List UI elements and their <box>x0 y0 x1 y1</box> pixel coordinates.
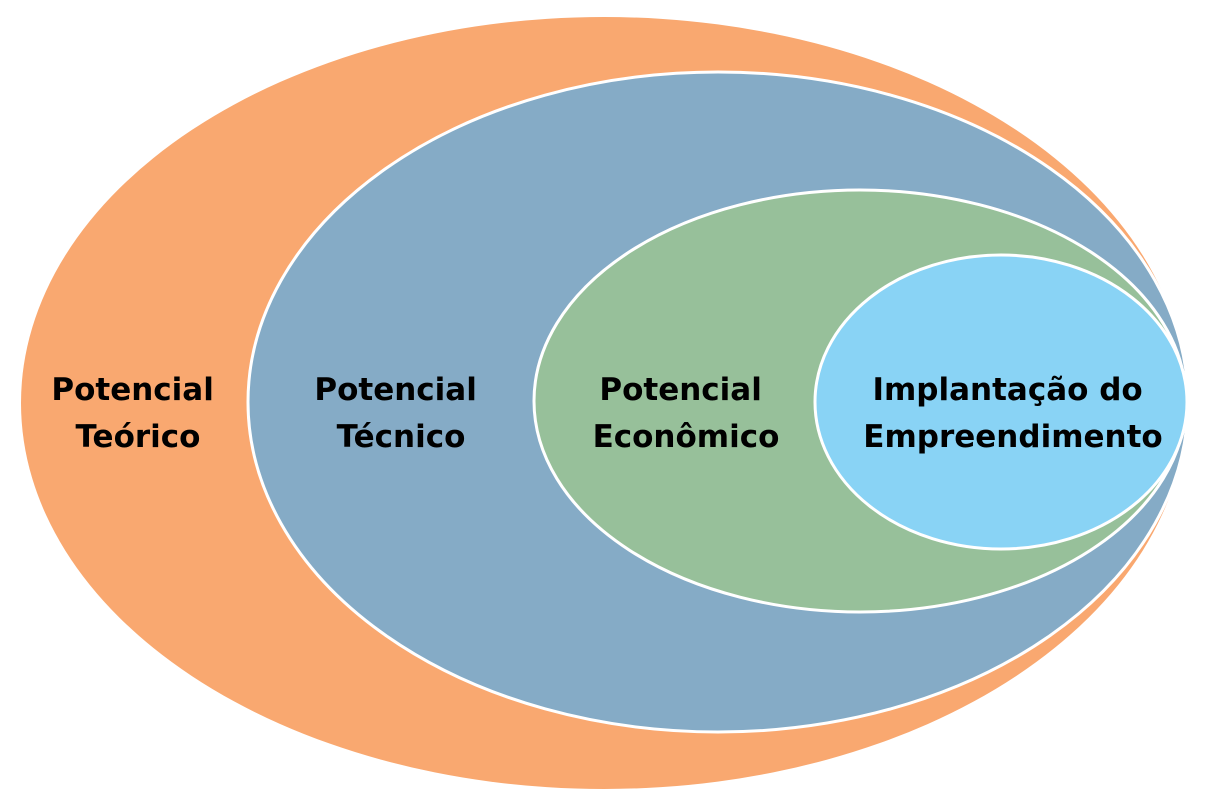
label-potencial-economico: Potencial Econômico <box>593 372 780 455</box>
label-potencial-teorico: Potencial Teórico <box>51 372 224 455</box>
label-potencial-tecnico: Potencial Técnico <box>314 372 487 455</box>
ellipse-implantacao-empreendimento <box>813 253 1189 551</box>
layer-implantacao-empreendimento: Implantação do Empreendimento <box>813 253 1189 551</box>
label-implantacao-empreendimento: Implantação do Empreendimento <box>863 372 1162 455</box>
